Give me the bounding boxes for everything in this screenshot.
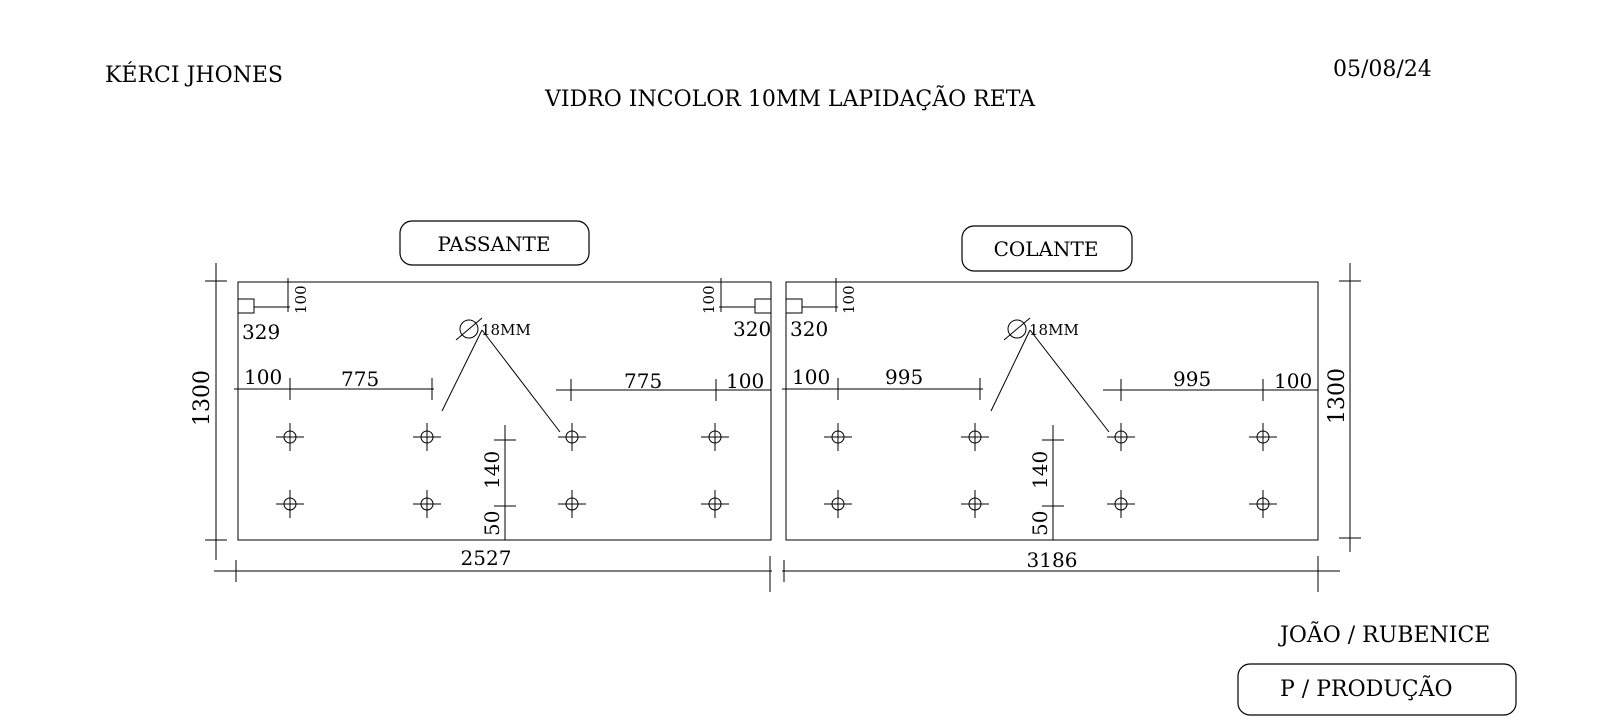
panel-height-label: 1300 <box>190 370 215 426</box>
notch-top-left <box>237 298 255 314</box>
hole <box>413 490 441 518</box>
panel-label: COLANTE <box>994 237 1099 261</box>
bottom-offset-label: 50 <box>480 511 504 536</box>
hole <box>701 423 729 451</box>
hole-spacing-label: 775 <box>341 367 379 391</box>
hole-leader <box>441 329 483 412</box>
hole <box>824 490 852 518</box>
hole-leader <box>481 329 561 433</box>
edge-offset-label: 100 <box>1274 369 1312 393</box>
hole-leader <box>1029 329 1110 433</box>
panel-label-box <box>399 220 590 266</box>
notch-top-left <box>785 298 803 314</box>
panel-width-label: 2527 <box>461 546 512 570</box>
hole-diameter-symbol <box>459 319 479 339</box>
panel-label-box <box>961 225 1133 272</box>
stamp-box <box>1237 663 1517 716</box>
drawing-date: 05/08/24 <box>1333 57 1432 82</box>
hole <box>558 490 586 518</box>
client-name: KÉRCI JHONES <box>105 61 283 88</box>
hole <box>1107 423 1135 451</box>
hole-diameter-label: 18MM <box>1029 321 1079 339</box>
hole <box>961 490 989 518</box>
hole-diameter-label: 18MM <box>481 321 531 339</box>
hole <box>1249 423 1277 451</box>
production-stamp: P / PRODUÇÃO <box>1280 674 1453 702</box>
hole <box>1107 490 1135 518</box>
hole <box>276 423 304 451</box>
hole <box>824 423 852 451</box>
panel-height-label: 1300 <box>1325 368 1350 424</box>
hole <box>701 490 729 518</box>
panel-width-label: 3186 <box>1027 548 1078 572</box>
hole-spacing-label: 995 <box>885 365 923 389</box>
notch-offset-label: 100 <box>840 285 858 314</box>
notch-offset-label: 100 <box>700 285 718 314</box>
hole <box>558 423 586 451</box>
panel-passante: PASSANTE 100 329 100 320 18MM 100 775 77… <box>190 220 772 592</box>
hole-diameter-symbol <box>1007 319 1027 339</box>
notch-left-label: 329 <box>242 320 280 344</box>
panel-colante: COLANTE 100 320 18MM 100 995 995 100 <box>782 225 1361 592</box>
notch-top-right <box>754 298 772 314</box>
hole <box>961 423 989 451</box>
glass-panel-outline <box>785 281 1319 541</box>
hole-spacing-label: 995 <box>1173 367 1211 391</box>
hole <box>413 423 441 451</box>
panel-label: PASSANTE <box>438 232 551 256</box>
hole-spacing-label: 775 <box>624 369 662 393</box>
hole <box>1249 490 1277 518</box>
hole-leader <box>990 329 1031 412</box>
edge-offset-label: 100 <box>726 369 764 393</box>
edge-offset-label: 100 <box>244 365 282 389</box>
notch-offset-label: 100 <box>292 285 310 314</box>
drawing-title: VIDRO INCOLOR 10MM LAPIDAÇÃO RETA <box>544 84 1036 112</box>
vertical-spacing-label: 140 <box>1028 451 1052 489</box>
hole <box>276 490 304 518</box>
bottom-offset-label: 50 <box>1028 511 1052 536</box>
notch-left-label: 320 <box>790 317 828 341</box>
notch-right-label: 320 <box>733 317 771 341</box>
edge-offset-label: 100 <box>792 365 830 389</box>
responsible-names: JOÃO / RUBENICE <box>1278 620 1490 648</box>
vertical-spacing-label: 140 <box>480 451 504 489</box>
